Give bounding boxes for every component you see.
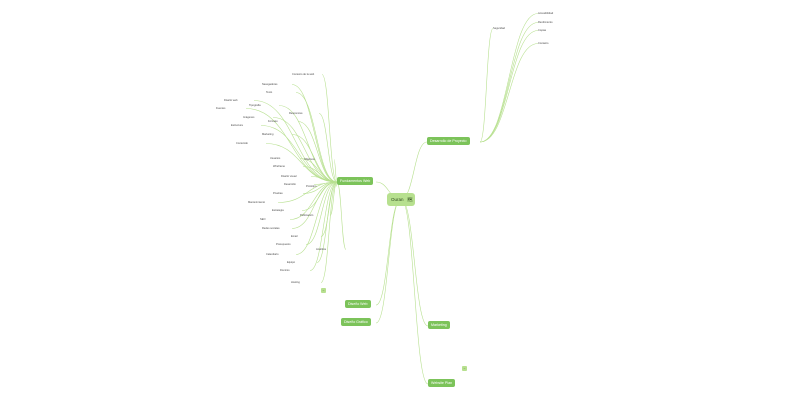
connector-line — [295, 181, 338, 255]
connector-line — [309, 181, 338, 271]
leaf-node[interactable]: Estructura — [231, 124, 243, 127]
leaf-node[interactable]: Dominio — [280, 269, 290, 272]
leaf-node[interactable]: Desarrollo — [284, 183, 296, 186]
connector-line — [277, 181, 338, 203]
connector-line — [400, 141, 428, 200]
connector-line — [375, 198, 402, 324]
leaf-node[interactable]: Contenido — [236, 142, 248, 145]
connector-line — [291, 181, 338, 229]
branch-diseno-web[interactable]: Diseño Web — [345, 300, 371, 308]
connector-line — [318, 113, 338, 183]
leaf-node[interactable]: Redes sociales — [262, 227, 280, 230]
branch-diseno-grafico[interactable]: Diseño Gráfico — [341, 318, 371, 326]
leaf-node[interactable]: Tipografía — [249, 104, 261, 107]
connector-line — [479, 43, 539, 143]
leaf-node[interactable]: Responsive — [289, 112, 303, 115]
leaf-node[interactable]: Marketing — [262, 133, 274, 136]
leaf-node[interactable]: Publicación — [300, 214, 314, 217]
connector-line — [400, 198, 429, 327]
leaf-node[interactable]: Navegadores — [262, 83, 278, 86]
connector-line — [400, 198, 429, 385]
leaf-node[interactable]: Mantenimiento — [248, 201, 266, 204]
branch-desarrollo[interactable]: Desarrollo de Proyecto — [427, 137, 470, 145]
collapse-toggle[interactable]: – — [462, 366, 467, 371]
leaf-node[interactable]: Estrategia — [272, 209, 284, 212]
connector-line — [320, 181, 338, 283]
connector-line — [375, 198, 402, 306]
connector-line — [253, 100, 338, 183]
leaf-node[interactable]: Accesibilidad — [538, 12, 554, 15]
collapse-toggle[interactable]: – — [321, 288, 326, 293]
leaf-node[interactable]: Diseño visual — [281, 175, 297, 178]
branch-marketing[interactable]: Marketing — [428, 321, 450, 329]
leaf-node[interactable]: Formato — [268, 120, 278, 123]
leaf-node[interactable]: Wireframe — [273, 165, 285, 168]
central-topic[interactable]: Ouran 🗺 — [387, 193, 415, 206]
connector-line — [479, 30, 539, 143]
leaf-node[interactable]: Fuentes — [216, 107, 226, 110]
leaf-node[interactable]: Texto — [266, 91, 273, 94]
connector-line — [297, 121, 338, 183]
leaf-node[interactable]: Imágenes — [243, 116, 255, 119]
connector-line — [321, 74, 338, 183]
connector-line — [278, 105, 338, 183]
leaf-node[interactable]: Calendario — [266, 253, 279, 256]
connector-line — [479, 22, 539, 143]
branch-website-plan[interactable]: Website Plan — [428, 379, 456, 387]
leaf-node[interactable]: Email — [291, 235, 298, 238]
leaf-node[interactable]: Seguridad — [493, 27, 505, 30]
connector-line — [305, 181, 338, 245]
leaf-node[interactable]: Equipo — [287, 261, 296, 264]
leaf-node[interactable]: SEO — [260, 218, 266, 221]
leaf-node[interactable]: Rendimiento — [538, 21, 553, 24]
leaf-node[interactable]: Pruebas — [273, 192, 283, 195]
connector-line — [479, 28, 494, 143]
connector-line — [299, 158, 338, 183]
leaf-node[interactable]: Contexto de la web — [292, 73, 315, 76]
leaf-node[interactable]: Analítica — [316, 248, 326, 251]
connector-line — [333, 159, 338, 183]
leaf-node[interactable]: Usuarios — [270, 157, 281, 160]
connector-line — [272, 117, 338, 183]
map-icon: 🗺 — [407, 196, 413, 202]
leaf-node[interactable]: Prototipo — [306, 185, 317, 188]
central-topic-label: Ouran — [391, 197, 404, 202]
connector-line — [316, 181, 338, 263]
leaf-node[interactable]: Contacto — [538, 42, 549, 45]
leaf-node[interactable]: Hosting — [291, 281, 300, 284]
connector-line — [265, 143, 338, 183]
connector-line — [289, 181, 338, 220]
leaf-node[interactable]: Presupuesto — [276, 243, 291, 246]
connector-line — [336, 181, 347, 250]
branch-fundamentos[interactable]: Fundamentos Web — [337, 177, 374, 185]
connector-line — [479, 13, 539, 143]
connector-line — [295, 92, 338, 183]
leaf-node[interactable]: Objetivos — [304, 158, 315, 161]
leaf-node[interactable]: Copias — [538, 29, 547, 32]
leaf-node[interactable]: Diseño web — [224, 99, 238, 102]
